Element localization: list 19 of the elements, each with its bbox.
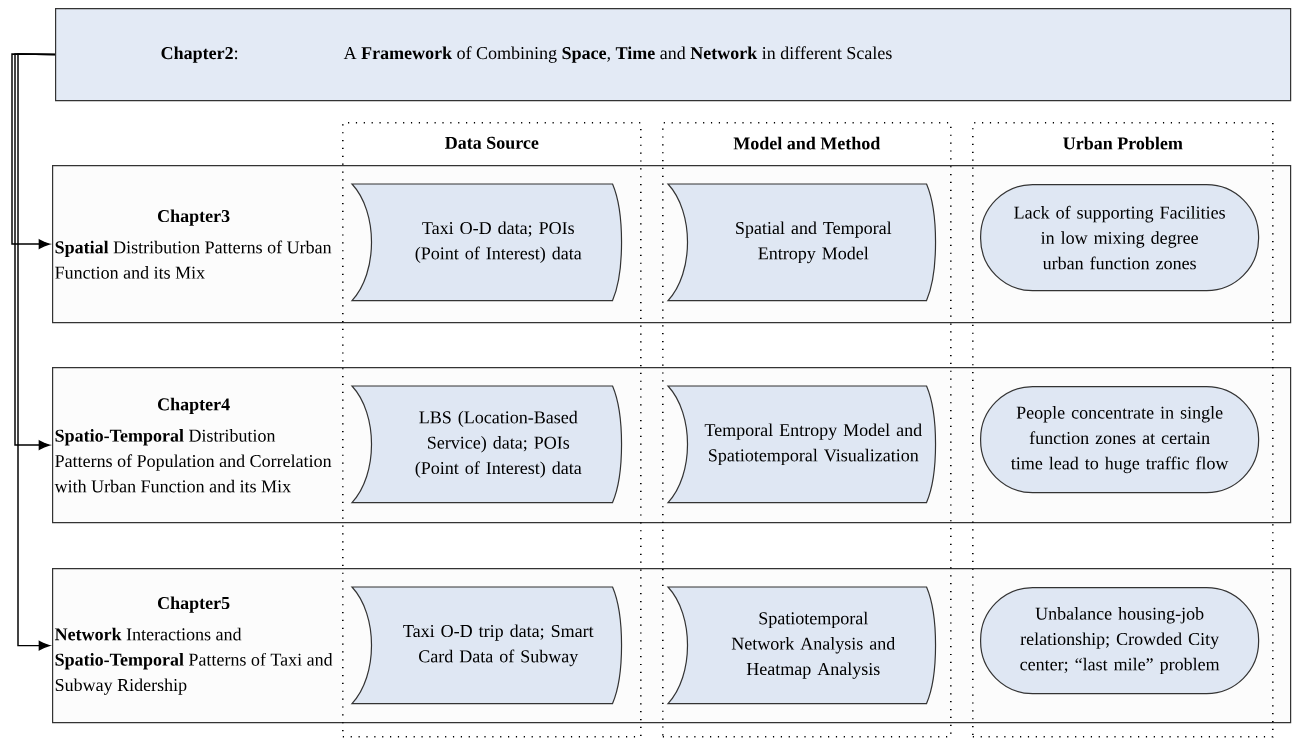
problem-stadium: People concentrate in single function zones at certain time lead to huge traffic flow [980, 386, 1260, 494]
chapter-band [55, 8, 1292, 102]
chapter-heading: Chapter2: [161, 46, 238, 63]
column-heading: Urban Problem [1063, 136, 1183, 150]
problem-stadium: Unbalance housing-job relationship; Crowded City center; “last mile” problem [980, 587, 1260, 695]
dotted-column-frame [342, 122, 642, 738]
connector-arrow [17, 53, 56, 651]
problem-stadium: Lack of supporting Facilities in low mixing degree urban function zones [980, 184, 1260, 292]
chapter-heading: Chapter3 [158, 209, 230, 226]
dotted-column-frame [662, 122, 952, 738]
framework-title: A Framework of Combining Space, Time and Network in different Scales [343, 46, 892, 63]
column-heading: Data Source [445, 136, 539, 149]
column-heading: Model and Method [733, 136, 881, 150]
chapter-heading: Chapter5 [158, 596, 230, 613]
chapter-description: Spatio-Temporal Distribution Patterns of Population and Correlation with Urban Function and its Mix [54, 429, 332, 493]
chapter-heading: Chapter4 [158, 397, 230, 415]
chapter-description: Network Interactions and Spatio-Temporal Patterns of Taxi and Subway Ridership [54, 627, 333, 695]
chapter-description: Spatial Distribution Patterns of Urban Function and its Mix [55, 240, 332, 279]
dotted-column-frame [972, 122, 1274, 738]
